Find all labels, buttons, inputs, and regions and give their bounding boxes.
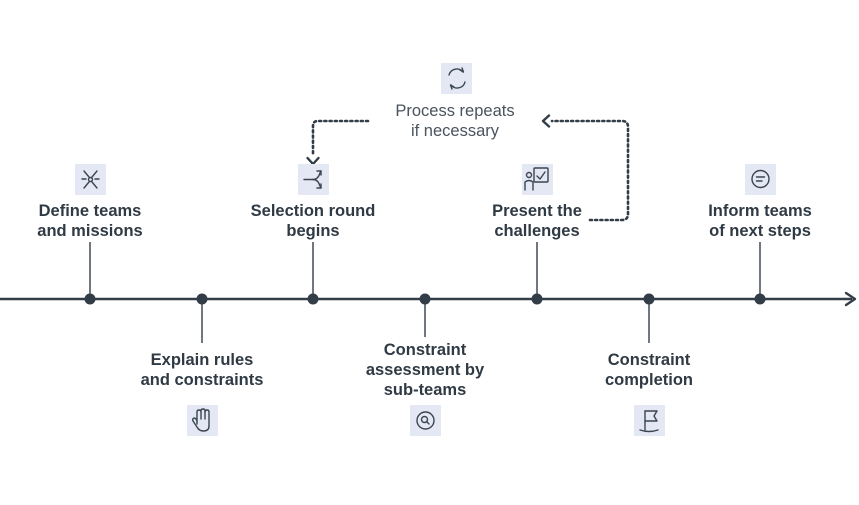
step-5-line1: Present the (492, 202, 582, 220)
step-7-line2: of next steps (709, 222, 811, 240)
step-4-line2: assessment by (365, 361, 485, 379)
loop-path-right (550, 119, 630, 222)
step-6-line2: completion (604, 371, 693, 389)
step-2-line2: and constraints (140, 371, 264, 389)
feedback-loop (311, 119, 630, 222)
step-6-label: Constraint completion (569, 350, 729, 390)
timeline-dots (84, 293, 766, 305)
timeline-dot-4 (419, 293, 431, 305)
loop-path-left (311, 119, 370, 158)
step-4-line1: Constraint (383, 341, 467, 359)
connectors (89, 242, 761, 343)
loop-annotation: Process repeats if necessary (372, 101, 538, 141)
hand-stop-icon (191, 408, 210, 432)
refresh-cycle-icon (448, 67, 466, 90)
timeline-dot-5 (531, 293, 543, 305)
magnifier-icon (416, 411, 435, 430)
step-1-line2: and missions (37, 222, 143, 240)
flag-icon (639, 410, 659, 433)
step-7-line1: Inform teams (708, 202, 812, 220)
step-6-line1: Constraint (607, 351, 691, 369)
timeline-dot-1 (84, 293, 96, 305)
timeline-dot-3 (307, 293, 319, 305)
loop-arrowhead-left (541, 114, 551, 128)
timeline-dot-6 (643, 293, 655, 305)
step-7-label: Inform teams of next steps (680, 201, 840, 241)
network-burst-icon (81, 170, 100, 189)
step-5-label: Present the challenges (457, 201, 617, 241)
step-4-line3: sub-teams (383, 381, 467, 399)
step-3-label: Selection round begins (233, 201, 393, 241)
timeline-arrowhead (844, 291, 857, 307)
step-5-line2: challenges (494, 222, 580, 240)
step-2-label: Explain rules and constraints (122, 350, 282, 390)
loop-note-line2: if necessary (410, 122, 500, 140)
split-arrows-icon (303, 170, 322, 189)
step-2-line1: Explain rules (150, 351, 254, 369)
timeline-dot-7 (754, 293, 766, 305)
step-3-line1: Selection round (250, 202, 376, 220)
timeline-dot-2 (196, 293, 208, 305)
step-3-line2: begins (286, 222, 340, 240)
step-4-label: Constraint assessment by sub-teams (345, 340, 505, 400)
presenter-board-icon (524, 167, 549, 191)
step-1-label: Define teams and missions (10, 201, 170, 241)
step-1-line1: Define teams (38, 202, 142, 220)
loop-arrowhead-down (306, 156, 320, 166)
loop-note-line1: Process repeats (395, 102, 515, 120)
chat-bubble-icon (751, 169, 770, 189)
